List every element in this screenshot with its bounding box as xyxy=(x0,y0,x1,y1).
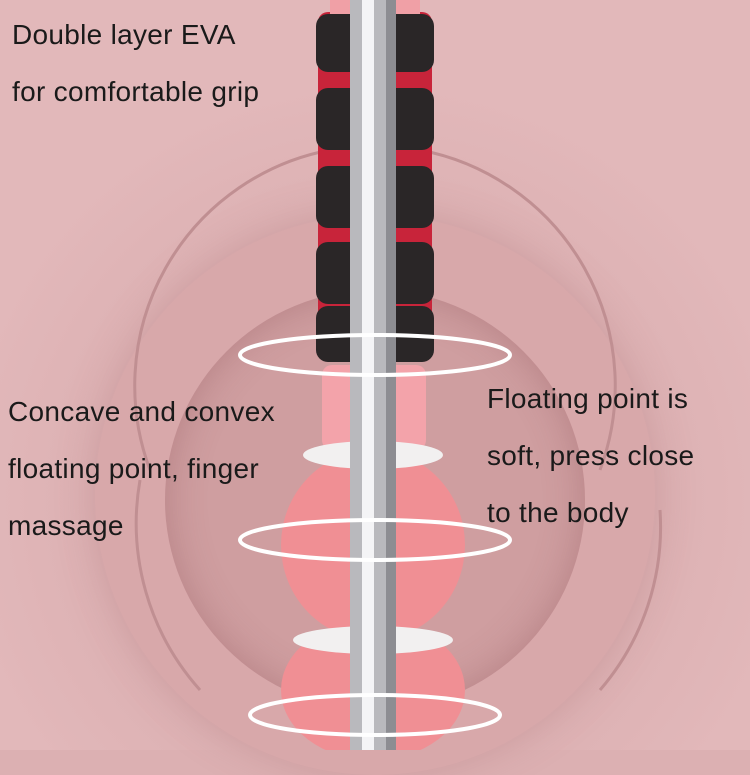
right-label-line-3: to the body xyxy=(487,497,629,528)
right-label-line-1: Floating point is xyxy=(487,383,689,414)
grip-label-line-2: for comfortable grip xyxy=(12,76,260,107)
left-label-line-3: massage xyxy=(8,510,124,541)
left-label-line-1: Concave and convex xyxy=(8,396,275,427)
right-label-line-2: soft, press close xyxy=(487,440,695,471)
right-label: Floating point is soft, press close to t… xyxy=(487,370,694,541)
left-label-line-2: floating point, finger xyxy=(8,453,259,484)
grip-label: Double layer EVA for comfortable grip xyxy=(12,6,259,120)
product-illustration xyxy=(133,0,663,750)
left-label: Concave and convex floating point, finge… xyxy=(8,383,275,554)
rotation-arc-arrows xyxy=(133,148,663,692)
grip-label-line-1: Double layer EVA xyxy=(12,19,236,50)
rotation-arrows xyxy=(238,333,512,737)
